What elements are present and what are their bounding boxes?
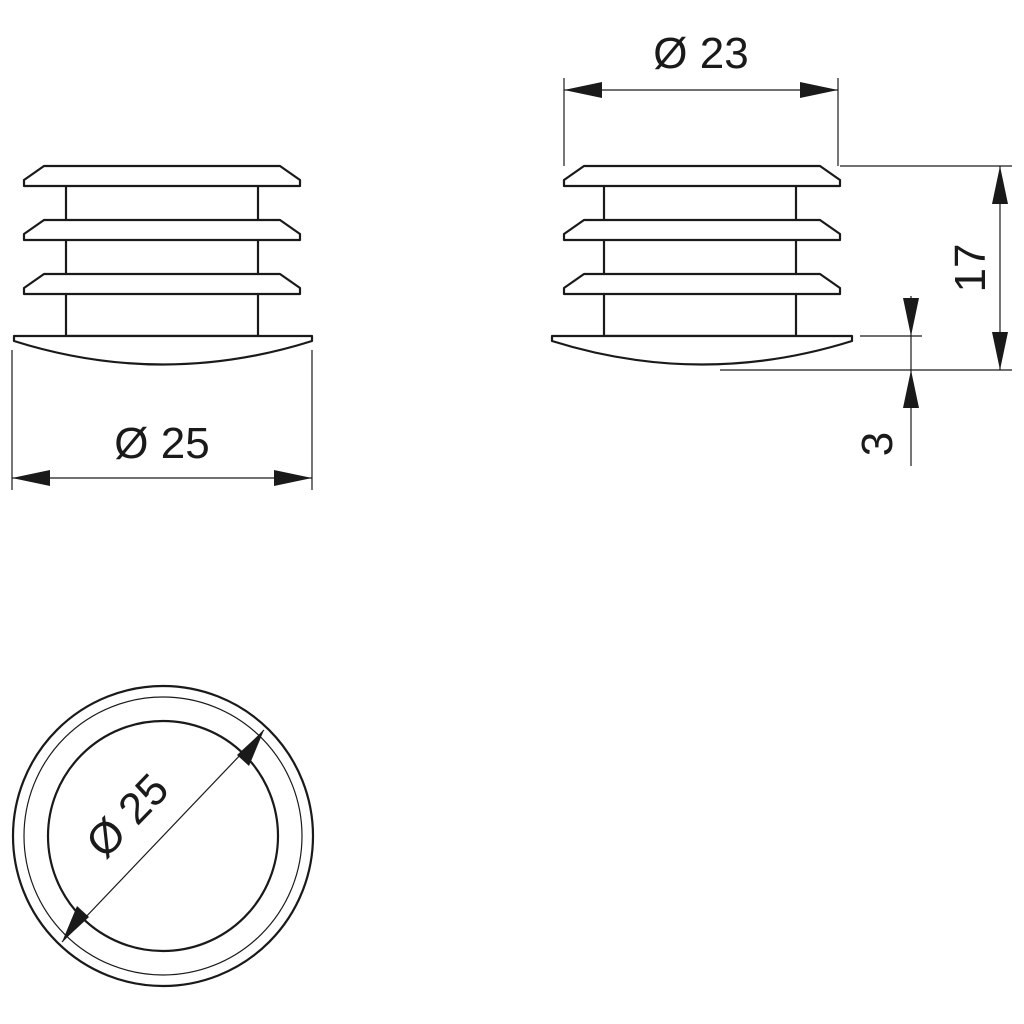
side-top-arrow-right	[800, 82, 838, 98]
side-diameter-label: Ø 23	[653, 29, 748, 78]
height-label: 17	[946, 244, 995, 293]
height-arrow-bottom	[992, 332, 1008, 370]
cap-thickness-label: 3	[853, 432, 902, 456]
top-rim-circle	[23, 696, 303, 976]
front-core	[64, 182, 260, 338]
front-dim-arrow-right	[274, 470, 312, 486]
front-cap	[12, 334, 314, 366]
front-view: Ø 25	[11, 164, 314, 490]
top-dim-arrow-bottom	[62, 906, 89, 942]
side-core	[602, 182, 798, 338]
top-view: Ø 25	[11, 684, 315, 988]
top-dim-line	[61, 729, 265, 943]
front-dim-arrow-left	[12, 470, 50, 486]
side-fin-1	[562, 164, 842, 188]
height-arrow-top	[992, 166, 1008, 204]
side-top-arrow-left	[564, 82, 602, 98]
front-fin-2	[22, 218, 302, 242]
cap-arrow-top	[903, 298, 919, 336]
front-diameter-label: Ø 25	[114, 419, 209, 468]
front-fin-1	[22, 164, 302, 188]
side-fin-2	[562, 218, 842, 242]
side-view: Ø 23 17 3	[550, 29, 1012, 466]
side-fin-3	[562, 272, 842, 296]
side-cap	[550, 334, 854, 366]
front-fin-3	[22, 272, 302, 296]
top-dim-arrow-top	[237, 730, 264, 766]
cap-arrow-bottom	[903, 370, 919, 408]
